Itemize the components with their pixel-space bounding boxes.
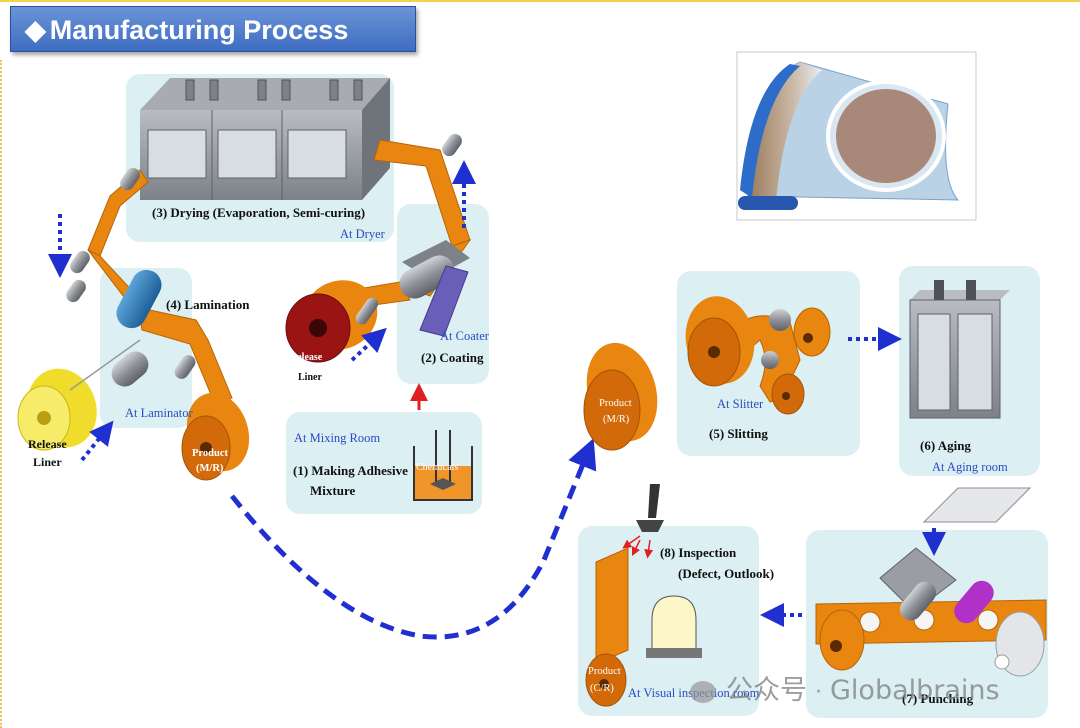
release-liner-coater-line1: Release (290, 352, 323, 363)
punching-label: (7) Punching (902, 691, 974, 706)
product-roll-mr-1 (181, 392, 250, 481)
dryer-machine-icon (140, 78, 390, 200)
release-liner-laminator-line1: Release (28, 437, 67, 451)
product-cr-line1: Product (588, 666, 621, 677)
inspection-label-line2: (Defect, Outlook) (678, 566, 775, 581)
title-bullet: ◆ (25, 15, 46, 45)
slitting-label: (5) Slitting (709, 426, 768, 441)
product-photo (736, 51, 977, 221)
coating-label: (2) Coating (421, 350, 484, 365)
product-mr-2-line1: Product (599, 398, 632, 409)
sheet-icon (922, 487, 1032, 523)
product-cr-line2: (C/R) (590, 683, 614, 694)
drying-label: (3) Drying (Evaporation, Semi-curing) (152, 205, 366, 220)
watermark: 公众号 · Globalbrains (690, 668, 1000, 707)
aging-label: (6) Aging (920, 438, 971, 453)
aging-rack-icon (909, 280, 1010, 419)
dryer-rollers (66, 133, 462, 303)
watermark-separator: · (815, 680, 822, 705)
coater-location: At Coater (440, 329, 489, 343)
laminator-location: At Laminator (125, 406, 193, 420)
left-rule (0, 60, 4, 728)
inspection-lamp-icon (622, 484, 664, 559)
product-mr-1-line2: (M/R) (196, 463, 224, 474)
chemicals-label: Chemicals (416, 462, 459, 473)
product-roll-cr (585, 547, 629, 707)
coater-icon (399, 240, 470, 337)
dryer-location: At Dryer (340, 227, 385, 241)
slitter-location: At Slitter (717, 397, 764, 411)
product-sample-icon (646, 595, 702, 658)
mixing-label-line1: (1) Making Adhesive (293, 463, 408, 478)
mixing-location: At Mixing Room (294, 431, 381, 445)
page-title: ◆Manufacturing Process (10, 6, 416, 52)
mixing-label-line2: Mixture (310, 483, 356, 498)
punching-machine-icon (815, 547, 1047, 677)
product-roll-mr-2 (583, 342, 658, 451)
laminator-roller-icon (111, 269, 196, 387)
release-liner-laminator-line2: Liner (33, 455, 62, 469)
slitter-icon (685, 296, 831, 415)
release-liner-roll-laminator (17, 339, 141, 451)
release-liner-coater-line2: Liner (298, 372, 322, 383)
product-mr-1-line1: Product (192, 448, 228, 459)
mixing-beaker-icon (413, 430, 473, 501)
release-liner-roll-coater (285, 280, 379, 363)
watermark-app: 公众号 (726, 675, 807, 706)
inspection-label-line1: (8) Inspection (660, 545, 737, 560)
flow-arrow-liner-laminator (80, 420, 114, 462)
aging-location: At Aging room (932, 460, 1008, 474)
top-rule (0, 0, 1080, 2)
flow-arrow-liner-coater (350, 327, 387, 362)
flow-arrow-big-dashed (230, 438, 597, 640)
wechat-icon (690, 680, 716, 703)
lamination-label: (4) Lamination (166, 297, 250, 312)
product-mr-2-line2: (M/R) (603, 414, 630, 425)
page-title-text: Manufacturing Process (49, 15, 349, 45)
watermark-brand: Globalbrains (830, 675, 1000, 706)
